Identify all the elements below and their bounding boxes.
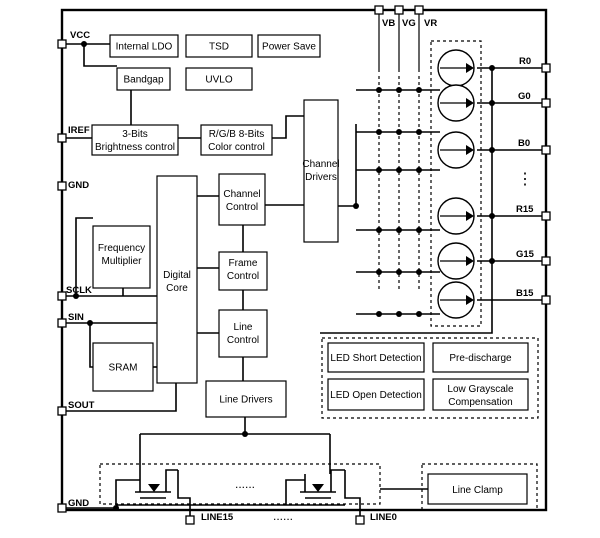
led-short-detection-label: LED Short Detection <box>330 353 421 364</box>
current-source-b15 <box>437 281 475 319</box>
uvlo-block: UVLO <box>185 67 253 91</box>
current-source-r0 <box>437 49 475 87</box>
line-switch-group <box>99 463 381 505</box>
line-drivers-block: Line Drivers <box>205 380 287 418</box>
pin-g0-label: G0 <box>518 91 531 102</box>
pre-discharge-label: Pre-discharge <box>449 353 512 364</box>
channel-control-block: Channel Control <box>218 173 266 226</box>
led-open-detection-block: LED Open Detection <box>327 378 425 411</box>
line-pin-ellipsis: ...... <box>273 509 293 523</box>
pin-sout-label: SOUT <box>68 400 95 411</box>
line-clamp-group <box>421 463 538 511</box>
pin-gnd-bottom-label: GND <box>68 498 89 509</box>
pre-discharge-block: Pre-discharge <box>432 342 529 373</box>
channel-drivers-label-1: Channel <box>302 159 339 170</box>
pin-vcc-label: VCC <box>70 30 90 41</box>
line-control-block: Line Control <box>218 309 268 358</box>
digital-core-label-1: Digital <box>163 270 191 281</box>
pin-line0-label: LINE0 <box>370 512 397 523</box>
line0-switch-transistor <box>300 484 336 499</box>
power-save-block: Power Save <box>257 34 321 58</box>
power-save-label: Power Save <box>262 42 316 53</box>
low-grayscale-compensation-label-2: Compensation <box>448 397 512 408</box>
low-grayscale-compensation-block: Low Grayscale Compensation <box>432 378 529 411</box>
frequency-multiplier-block: Frequency Multiplier <box>92 225 151 289</box>
line-drivers-label: Line Drivers <box>219 395 272 406</box>
current-source-group <box>430 40 482 327</box>
pin-line15-label: LINE15 <box>201 512 234 523</box>
line-clamp-block: Line Clamp <box>427 473 528 505</box>
digital-core-block: Digital Core <box>156 175 198 384</box>
pin-gnd-left-label: GND <box>68 180 89 191</box>
pin-sclk-label: SCLK <box>66 285 92 296</box>
channel-ellipsis: ⋮ <box>517 171 533 188</box>
line15-switch-transistor <box>135 484 171 499</box>
frame-control-label-1: Frame <box>229 258 258 269</box>
line-clamp-label: Line Clamp <box>452 485 503 496</box>
switch-ellipsis: ...... <box>235 477 255 491</box>
current-source-g0 <box>437 84 475 122</box>
pin-b15-label: B15 <box>516 288 534 299</box>
bandgap-block: Bandgap <box>116 67 171 91</box>
channel-control-label-2: Control <box>226 202 258 213</box>
sram-block: SRAM <box>92 342 154 392</box>
channel-drivers-block: Channel Drivers <box>302 99 340 243</box>
protection-group <box>321 337 539 419</box>
current-source-g15 <box>437 242 475 280</box>
tsd-block: TSD <box>185 34 253 58</box>
tsd-label: TSD <box>209 42 229 53</box>
line-control-label-2: Control <box>227 335 259 346</box>
line-control-label-1: Line <box>234 322 253 333</box>
pin-vg-label: VG <box>402 18 416 29</box>
pin-vb-label: VB <box>382 18 395 29</box>
pins <box>57 5 551 525</box>
frame-control-block: Frame Control <box>218 251 268 291</box>
pin-g15-label: G15 <box>516 249 535 260</box>
brightness-control-label-1: 3-Bits <box>122 129 148 140</box>
channel-control-label-1: Channel <box>223 189 260 200</box>
channel-drivers-label-2: Drivers <box>305 172 337 183</box>
current-source-r15 <box>437 197 475 235</box>
led-short-detection-block: LED Short Detection <box>327 342 425 373</box>
low-grayscale-compensation-label-1: Low Grayscale <box>447 384 514 395</box>
digital-core-label-2: Core <box>166 283 188 294</box>
pin-sin-label: SIN <box>68 312 84 323</box>
sram-label: SRAM <box>109 363 138 374</box>
frame-control-label-2: Control <box>227 271 259 282</box>
color-control-block: R/G/B 8-Bits Color control <box>200 124 273 156</box>
frequency-multiplier-label-2: Multiplier <box>101 256 142 267</box>
pin-r0-label: R0 <box>519 56 531 67</box>
pin-vr-label: VR <box>424 18 437 29</box>
current-source-b0 <box>437 131 475 169</box>
led-open-detection-label: LED Open Detection <box>330 390 422 401</box>
color-control-label-2: Color control <box>208 142 265 153</box>
bandgap-label: Bandgap <box>123 75 163 86</box>
junction-dots <box>73 41 495 511</box>
brightness-control-label-2: Brightness control <box>95 142 175 153</box>
internal-ldo-label: Internal LDO <box>116 42 173 53</box>
internal-ldo-block: Internal LDO <box>109 34 179 58</box>
uvlo-label: UVLO <box>205 75 232 86</box>
pin-iref-label: IREF <box>68 125 90 136</box>
color-control-label-1: R/G/B 8-Bits <box>209 129 265 140</box>
frequency-multiplier-label-1: Frequency <box>98 243 145 254</box>
pin-r15-label: R15 <box>516 204 534 215</box>
pin-b0-label: B0 <box>518 138 530 149</box>
brightness-control-block: 3-Bits Brightness control <box>91 124 179 156</box>
